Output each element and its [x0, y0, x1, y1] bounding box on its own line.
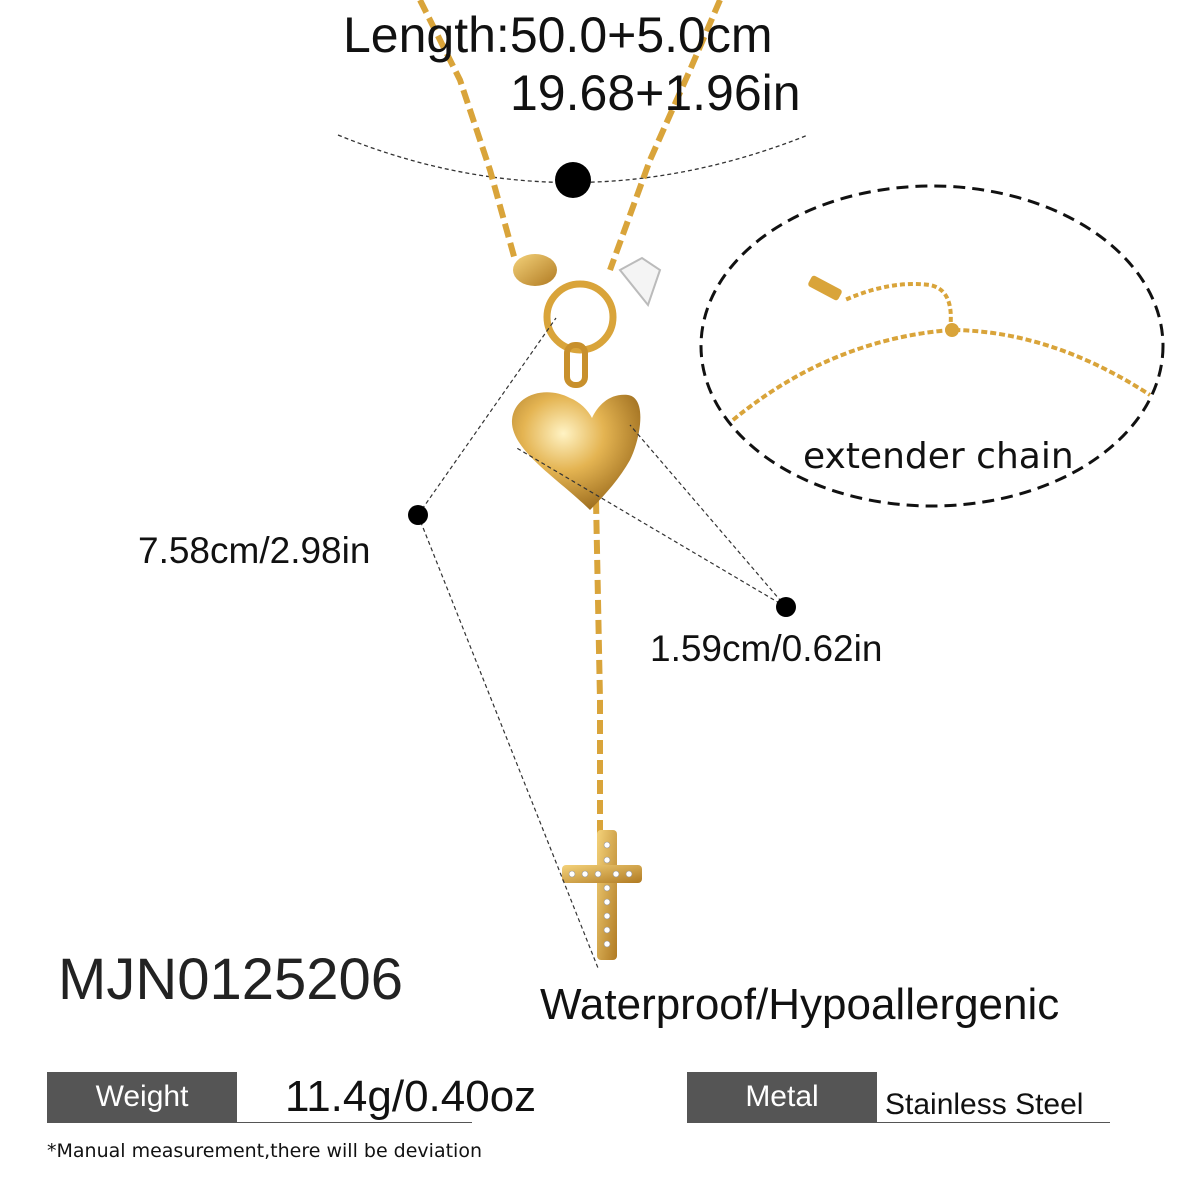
- extender-detail-outline: [699, 184, 1165, 508]
- measurement-note: *Manual measurement,there will be deviat…: [47, 1140, 482, 1162]
- pendant-drop-measure: 7.58cm/2.98in: [138, 530, 371, 571]
- lobster-clasp: [945, 323, 959, 337]
- drop-marker-dot: [408, 505, 428, 525]
- heart-marker-dot: [776, 597, 796, 617]
- heart-bail: [564, 342, 588, 388]
- drop-measure-line-top: [417, 317, 557, 516]
- weight-value: 11.4g/0.40oz: [285, 1072, 537, 1121]
- extender-tag: [808, 275, 842, 301]
- metal-label: Metal: [687, 1072, 877, 1122]
- heart-pendant: [511, 392, 641, 510]
- extender-chain-detail: [731, 282, 1152, 422]
- drop-measure-line-bottom: [417, 514, 599, 969]
- jump-ring: [543, 280, 617, 354]
- extender-label: extender chain: [803, 436, 1074, 477]
- spacer-bead: [513, 254, 557, 286]
- main-chain: [417, 0, 723, 840]
- feature-text: Waterproof/Hypoallergenic: [540, 980, 1060, 1029]
- heart-size-measure: 1.59cm/0.62in: [650, 628, 883, 669]
- metal-divider: [687, 1122, 1110, 1123]
- heart-measure-line-top: [629, 424, 787, 608]
- length-metric: Length:50.0+5.0cm: [343, 7, 773, 63]
- heart-measure-line-bottom: [514, 446, 787, 608]
- weight-label: Weight: [47, 1072, 237, 1122]
- product-code: MJN0125206: [58, 947, 403, 1012]
- cross-pendant: [562, 830, 642, 960]
- length-imperial: 19.68+1.96in: [510, 65, 801, 121]
- length-marker-dot: [555, 162, 591, 198]
- metal-value: Stainless Steel: [885, 1088, 1084, 1121]
- weight-divider: [47, 1122, 472, 1123]
- crystal-charm: [618, 256, 662, 308]
